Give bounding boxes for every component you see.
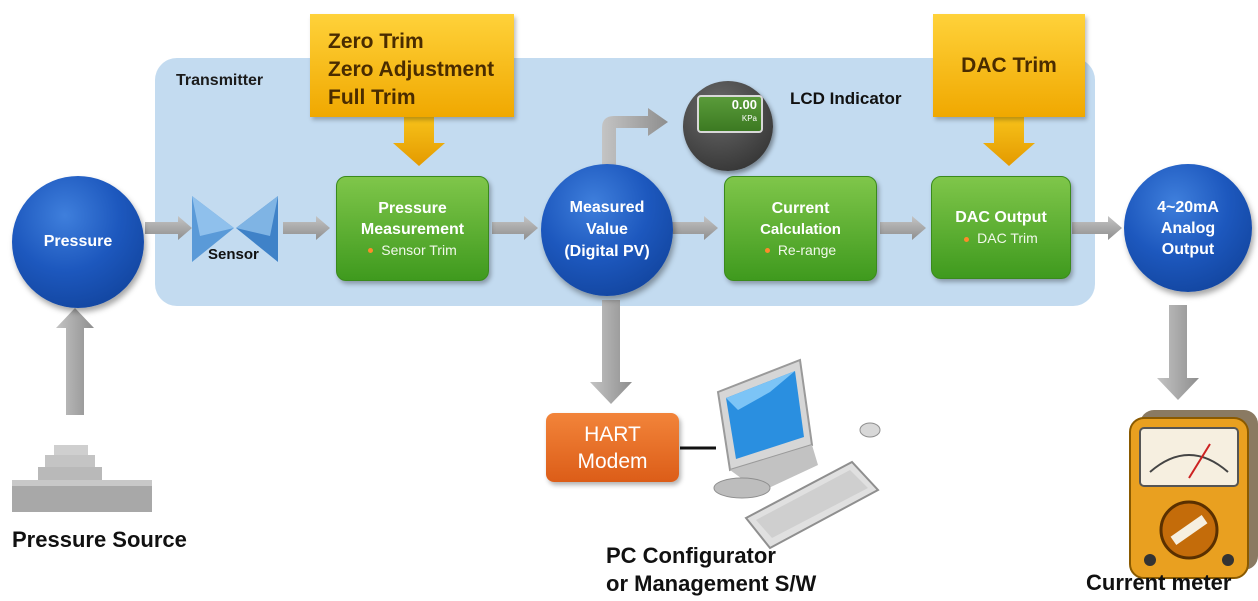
analog-output-line-1: 4~20mA xyxy=(1157,198,1219,216)
pressure-label: Pressure xyxy=(43,233,113,250)
sensor-trim-item: Sensor Trim xyxy=(368,240,456,260)
pc-configurator-line-2: or Management S/W xyxy=(606,571,817,596)
pressure-source-icon xyxy=(12,445,152,512)
arrow-value-lcd xyxy=(602,108,668,175)
callout-dac-trim: DAC Trim xyxy=(961,53,1057,77)
hart-modem-box: HART Modem xyxy=(546,413,679,482)
sensor-icon xyxy=(192,196,278,262)
pressure-measurement-box: Pressure Measurement Sensor Trim xyxy=(336,176,489,281)
arrow-measurement-value xyxy=(492,216,538,240)
current-meter-label: Current meter xyxy=(1086,570,1232,595)
hart-modem-line-2: Modem xyxy=(577,449,648,473)
analog-output-line-3: Output xyxy=(1161,240,1215,258)
current-calculation-title-1: Current xyxy=(771,199,830,217)
callout-zero-trim: Zero Trim xyxy=(328,30,424,53)
callout-full-trim: Full Trim xyxy=(328,86,416,109)
arrow-source-pressure xyxy=(56,308,94,415)
transmitter-label: Transmitter xyxy=(176,72,264,89)
arrow-value-current xyxy=(672,216,718,240)
measured-value-line-3: (Digital PV) xyxy=(564,243,650,260)
trim-callout: Zero Trim Zero Adjustment Full Trim xyxy=(310,14,514,117)
callout-zero-adjustment: Zero Adjustment xyxy=(328,58,495,81)
sensor-label: Sensor xyxy=(208,246,259,263)
re-range-item: Re-range xyxy=(765,240,836,260)
arrow-pressure-sensor xyxy=(145,216,192,240)
analog-output-line-2: Analog xyxy=(1160,219,1216,237)
arrow-output-meter xyxy=(1157,305,1199,400)
pressure-measurement-title-1: Pressure xyxy=(378,199,447,217)
current-calculation-title-2: Calculation xyxy=(760,220,841,238)
hart-modem-line-1: HART xyxy=(584,422,641,446)
arrow-value-hart xyxy=(590,300,632,404)
lcd-indicator-label: LCD Indicator xyxy=(790,89,902,108)
measured-value-line-2: Value xyxy=(586,221,628,238)
pressure-source-label: Pressure Source xyxy=(12,527,187,552)
current-meter-icon xyxy=(1129,410,1258,579)
arrow-sensor-measurement xyxy=(283,216,330,240)
dac-output-title: DAC Output xyxy=(955,209,1047,226)
dac-output-box: DAC Output DAC Trim xyxy=(931,176,1071,279)
dac-trim-item: DAC Trim xyxy=(964,228,1038,248)
pc-configurator-line-1: PC Configurator xyxy=(606,543,776,568)
pressure-node: Pressure xyxy=(12,176,144,308)
lcd-value: 0.00 xyxy=(731,97,757,112)
arrow-dac-output xyxy=(1072,216,1122,240)
arrow-current-dac xyxy=(880,216,926,240)
measured-value-node: Measured Value (Digital PV) xyxy=(541,164,673,296)
pc-computer-icon xyxy=(713,358,881,550)
current-calculation-box: Current Calculation Re-range xyxy=(724,176,877,281)
callout-arrow-left xyxy=(393,117,445,166)
analog-output-node: 4~20mA Analog Output xyxy=(1124,164,1252,292)
lcd-unit: KPa xyxy=(741,114,757,123)
lcd-screen: 0.00 KPa xyxy=(697,95,763,133)
pc-configurator-label: PC Configurator or Management S/W xyxy=(606,542,816,598)
measured-value-line-1: Measured xyxy=(569,199,645,216)
callout-arrow-right xyxy=(983,117,1035,166)
dac-trim-callout: DAC Trim xyxy=(933,14,1085,117)
pressure-measurement-title-2: Measurement xyxy=(360,220,465,238)
